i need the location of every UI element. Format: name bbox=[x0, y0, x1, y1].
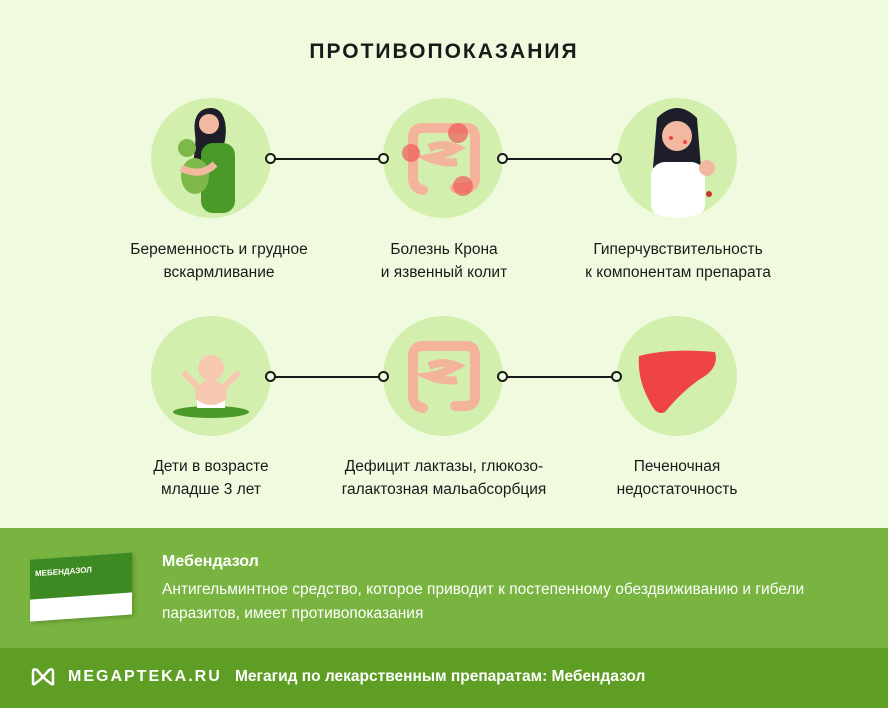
footer: MEGAPTEKA.RU Мегагид по лекарственным пр… bbox=[0, 648, 888, 708]
megapteka-logo[interactable]: MEGAPTEKA.RU bbox=[30, 666, 222, 688]
connector-dot bbox=[611, 371, 622, 382]
connector-line bbox=[274, 376, 384, 378]
connector-dot bbox=[611, 153, 622, 164]
liver-icon bbox=[617, 316, 737, 436]
connector-dot bbox=[497, 153, 508, 164]
contraindication-label: Дефицит лактазы, глюкозо-галактозная мал… bbox=[341, 458, 547, 498]
footer-link[interactable]: Мегагид по лекарственным препаратам: Меб… bbox=[235, 668, 646, 685]
pregnant-woman-icon bbox=[151, 98, 271, 218]
connector-dot bbox=[378, 371, 389, 382]
page-title: ПРОТИВОПОКАЗАНИЯ bbox=[309, 40, 579, 63]
connector-dot bbox=[265, 153, 276, 164]
logo-text: MEGAPTEKA.RU bbox=[68, 668, 222, 685]
connector-line bbox=[506, 158, 616, 160]
connector-dot bbox=[497, 371, 508, 382]
drug-description: Антигельминтное средство, которое привод… bbox=[162, 581, 805, 622]
connector-line bbox=[506, 376, 616, 378]
intestine-icon bbox=[383, 316, 503, 436]
allergic-woman-icon bbox=[617, 98, 737, 218]
connector-dot bbox=[265, 371, 276, 382]
drug-box-image: МЕБЕНДАЗОЛ bbox=[30, 552, 132, 622]
logo-icon bbox=[31, 668, 55, 687]
inflamed-intestine-icon bbox=[383, 98, 503, 218]
drug-name: Мебендазол bbox=[162, 553, 259, 570]
drug-info-band: МЕБЕНДАЗОЛ Мебендазол Антигельминтное ср… bbox=[0, 528, 888, 648]
baby-icon bbox=[151, 316, 271, 436]
connector-dot bbox=[378, 153, 389, 164]
connector-line bbox=[274, 158, 384, 160]
